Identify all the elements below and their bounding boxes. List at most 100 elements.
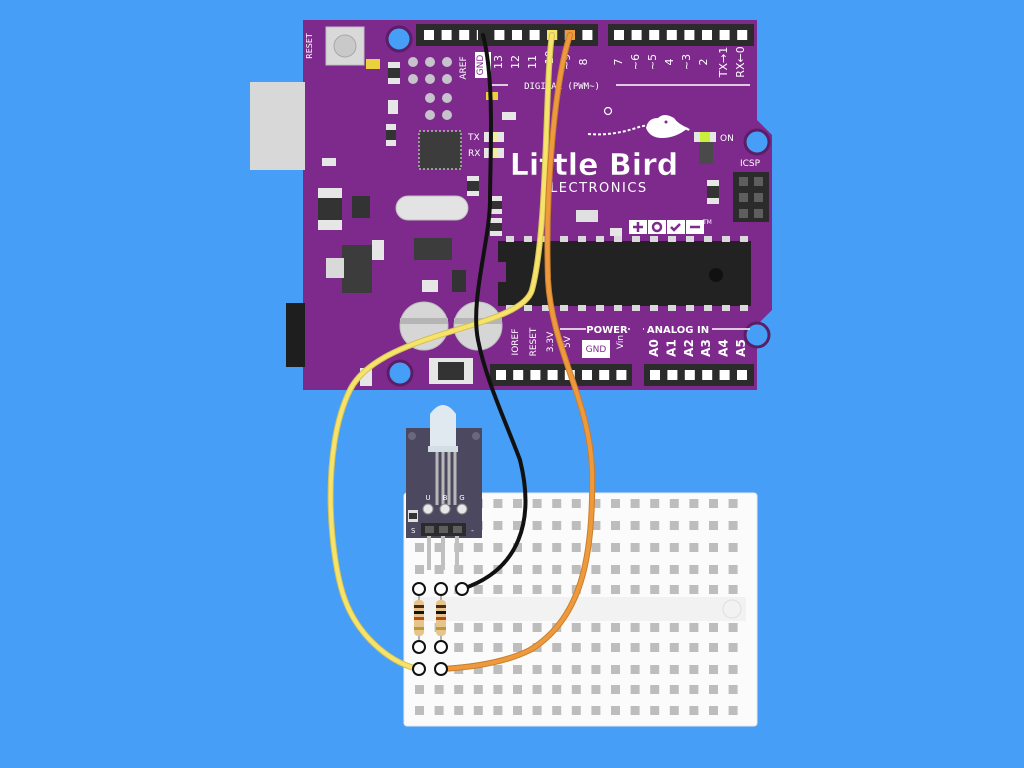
breadboard-hole <box>513 565 522 574</box>
regulator-chip <box>414 238 452 260</box>
header-pin <box>530 370 541 380</box>
breadboard-hole <box>552 499 562 508</box>
breadboard-hole <box>709 665 718 674</box>
arduino-board: RESET <box>250 20 772 390</box>
breadboard-hole <box>689 665 699 674</box>
rx-label: RX <box>468 149 480 159</box>
analog-pin-label: A2 <box>682 339 696 357</box>
breadboard-hole <box>689 543 699 552</box>
header-pin <box>684 30 695 40</box>
tm-label: TM <box>702 219 712 226</box>
breadboard-hole <box>532 499 542 508</box>
breadboard-hole <box>434 565 444 574</box>
breadboard-hole <box>689 521 699 530</box>
crystal <box>395 195 469 221</box>
module-pin-b: B <box>443 494 448 502</box>
breadboard-hole <box>650 543 660 552</box>
breadboard-hole <box>473 623 483 632</box>
breadboard-hole <box>473 643 483 652</box>
header-pin <box>513 370 524 380</box>
header-pin <box>494 30 505 40</box>
breadboard-hole <box>669 623 679 632</box>
brand-main: Little Bird <box>510 148 679 183</box>
breadboard-hole <box>728 665 738 674</box>
analog-pin-label: A4 <box>717 339 731 357</box>
power-pin-label: 3.3V <box>546 331 556 352</box>
header-pin <box>582 370 592 380</box>
breadboard-hole <box>650 585 660 594</box>
usb-chip <box>418 130 462 170</box>
breadboard-hole <box>630 565 640 574</box>
module-pin-g: G <box>459 494 464 502</box>
breadboard-hole <box>728 585 738 594</box>
breadboard-hole <box>669 706 679 715</box>
power-header <box>490 364 632 386</box>
module-side-s: S <box>411 527 416 535</box>
breadboard-hole <box>630 521 640 530</box>
header-pin <box>529 30 540 40</box>
header-pin <box>512 30 522 40</box>
header-pin <box>719 370 730 380</box>
breadboard-hole <box>493 665 503 674</box>
breadboard-hole <box>689 685 699 694</box>
breadboard-hole <box>532 565 542 574</box>
breadboard-hole <box>473 665 483 674</box>
analog-pin-label: A1 <box>664 339 678 357</box>
analog-label: ANALOG IN <box>647 325 709 336</box>
breadboard-hole <box>689 499 699 508</box>
aref-label: AREF <box>459 56 469 79</box>
breadboard-connections <box>412 582 469 676</box>
breadboard-hole <box>473 585 483 594</box>
header-pin <box>667 370 678 380</box>
breadboard-hole <box>552 643 562 652</box>
header-pin <box>650 370 660 380</box>
breadboard-hole <box>415 543 424 552</box>
breadboard-hole <box>630 643 640 652</box>
bird-logo-icon <box>587 115 691 138</box>
wires <box>327 32 596 672</box>
breadboard-hole <box>493 521 503 530</box>
digital-pin-label: 8 <box>577 59 590 66</box>
breadboard-hole <box>571 685 581 694</box>
breadboard-hole <box>571 543 581 552</box>
breadboard-hole <box>728 565 738 574</box>
analog-pin-label: A3 <box>699 339 713 357</box>
breadboard-hole <box>709 499 718 508</box>
breadboard-hole <box>591 499 601 508</box>
breadboard-hole <box>571 499 581 508</box>
breadboard-hole <box>552 565 562 574</box>
breadboard-hole <box>493 706 503 715</box>
digital-pin-label: RX←0 <box>734 46 747 77</box>
header-pin <box>719 30 730 40</box>
breadboard-hole <box>611 643 620 652</box>
breadboard-hole <box>689 623 699 632</box>
breadboard-hole <box>650 521 660 530</box>
breadboard-hole <box>611 585 620 594</box>
breadboard-hole <box>513 521 522 530</box>
breadboard-hole <box>473 706 483 715</box>
breadboard-hole <box>591 585 601 594</box>
breadboard-hole <box>493 543 503 552</box>
module-pin-u: U <box>425 494 430 502</box>
breadboard-hole <box>513 499 522 508</box>
breadboard-hole <box>689 643 699 652</box>
breadboard-hole <box>532 706 542 715</box>
breadboard-hole <box>689 706 699 715</box>
breadboard-hole <box>611 521 620 530</box>
breadboard-hole <box>650 565 660 574</box>
breadboard-hole <box>630 685 640 694</box>
breadboard-hole <box>611 565 620 574</box>
header-pin <box>666 30 677 40</box>
breadboard <box>403 492 758 727</box>
mounting-hole <box>386 359 414 387</box>
power-pin-label: GND <box>586 345 607 355</box>
breadboard-hole <box>630 543 640 552</box>
breadboard-hole <box>591 685 601 694</box>
logo-badges <box>629 220 704 234</box>
breadboard-hole <box>473 543 483 552</box>
header-pin <box>614 30 624 40</box>
header-pin <box>496 370 506 380</box>
breadboard-hole <box>415 685 424 694</box>
breadboard-hole <box>552 585 562 594</box>
